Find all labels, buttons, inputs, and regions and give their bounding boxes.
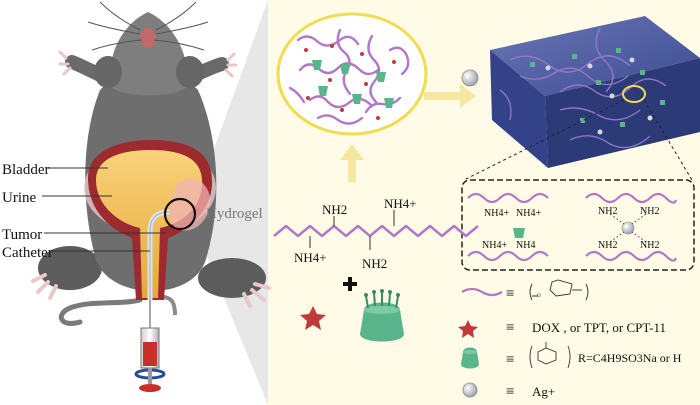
hydrogel-blob [169,178,211,231]
cube-zoom-circle [622,85,646,103]
legend-equiv-2: ≡ [506,320,514,336]
mouse-hind-leg-left [38,246,102,290]
ag-ion [461,69,479,87]
cd-structure-glyph [529,342,571,369]
chain-zigzag [273,224,479,238]
drug-star [300,306,326,330]
chitosan-chain: NH2 NH4+ NH4+ NH2 [273,196,479,271]
arrow-right [424,84,476,108]
whiskers [87,1,209,51]
mouse-ear-right [176,56,204,88]
inset-box: NH4+ NH4+ NH4+ NH4 NH2 NH2 NH2 NH2 [461,179,695,271]
label-urine: Urine [2,190,36,206]
svg-text:O: O [537,294,541,299]
nh2-label-top: NH2 [322,202,347,217]
chitosan-structure-glyph [529,279,589,301]
inset-right-bl: NH2 [598,240,617,251]
inset-left-bot-b: NH4 [516,240,535,251]
mouse-ear-left [94,56,122,88]
legend-ag-text: Ag+ [532,384,555,399]
hydrogel-cube [490,16,700,168]
tumor-circle [163,197,197,231]
arrow-up [340,144,364,182]
mouse-hind-leg-right [198,258,266,298]
bladder [84,140,216,300]
legend-chain-glyph [461,287,503,297]
cyclodextrin-large [360,289,404,342]
legend-equiv-3: ≡ [506,352,514,368]
label-bladder: Bladder [2,162,49,178]
plus-sign [343,277,357,291]
label-tumor: Tumor [2,227,42,243]
nh4-label-top: NH4+ [384,196,417,211]
inset-right-tl: NH2 [598,206,617,217]
inset-left-top-a: NH4+ [484,208,509,219]
left-labels: Bladder Urine Tumor Catheter Hydrogel [2,162,263,261]
nh4-label-bottom: NH4+ [294,250,327,265]
nh2-label-bottom: NH2 [362,256,387,271]
legend-equiv-4: ≡ [506,384,514,400]
mouse-mouth [140,28,156,48]
arrows [340,84,476,182]
inset-left-top-b: NH4+ [516,208,541,219]
legend-r-group: R=C4H9SO3Na or H [578,351,682,365]
legend-drug-glyph [458,320,478,338]
label-hydrogel: Hydrogel [206,206,263,222]
mouse-tail [58,297,143,326]
inset-left-bot-a: NH4+ [482,240,507,251]
legend-ag-glyph [462,382,478,398]
cd-in-network [312,60,394,108]
inset-right-br: NH2 [640,240,659,251]
label-catheter: Catheter [2,245,53,261]
legend: ≡ O ≡ DOX , or TPT, or CPT-11 ≡ R=C4H9SO… [458,279,682,400]
drugs-in-network [304,44,396,120]
legend-drugs-text: DOX , or TPT, or CPT-11 [532,320,666,335]
mouse-head [110,12,188,96]
legend-equiv-1: ≡ [506,286,514,302]
polymer-chains [288,28,410,125]
syringe [134,300,166,392]
inset-right-tr: NH2 [640,206,659,217]
network-ellipse [276,12,428,136]
